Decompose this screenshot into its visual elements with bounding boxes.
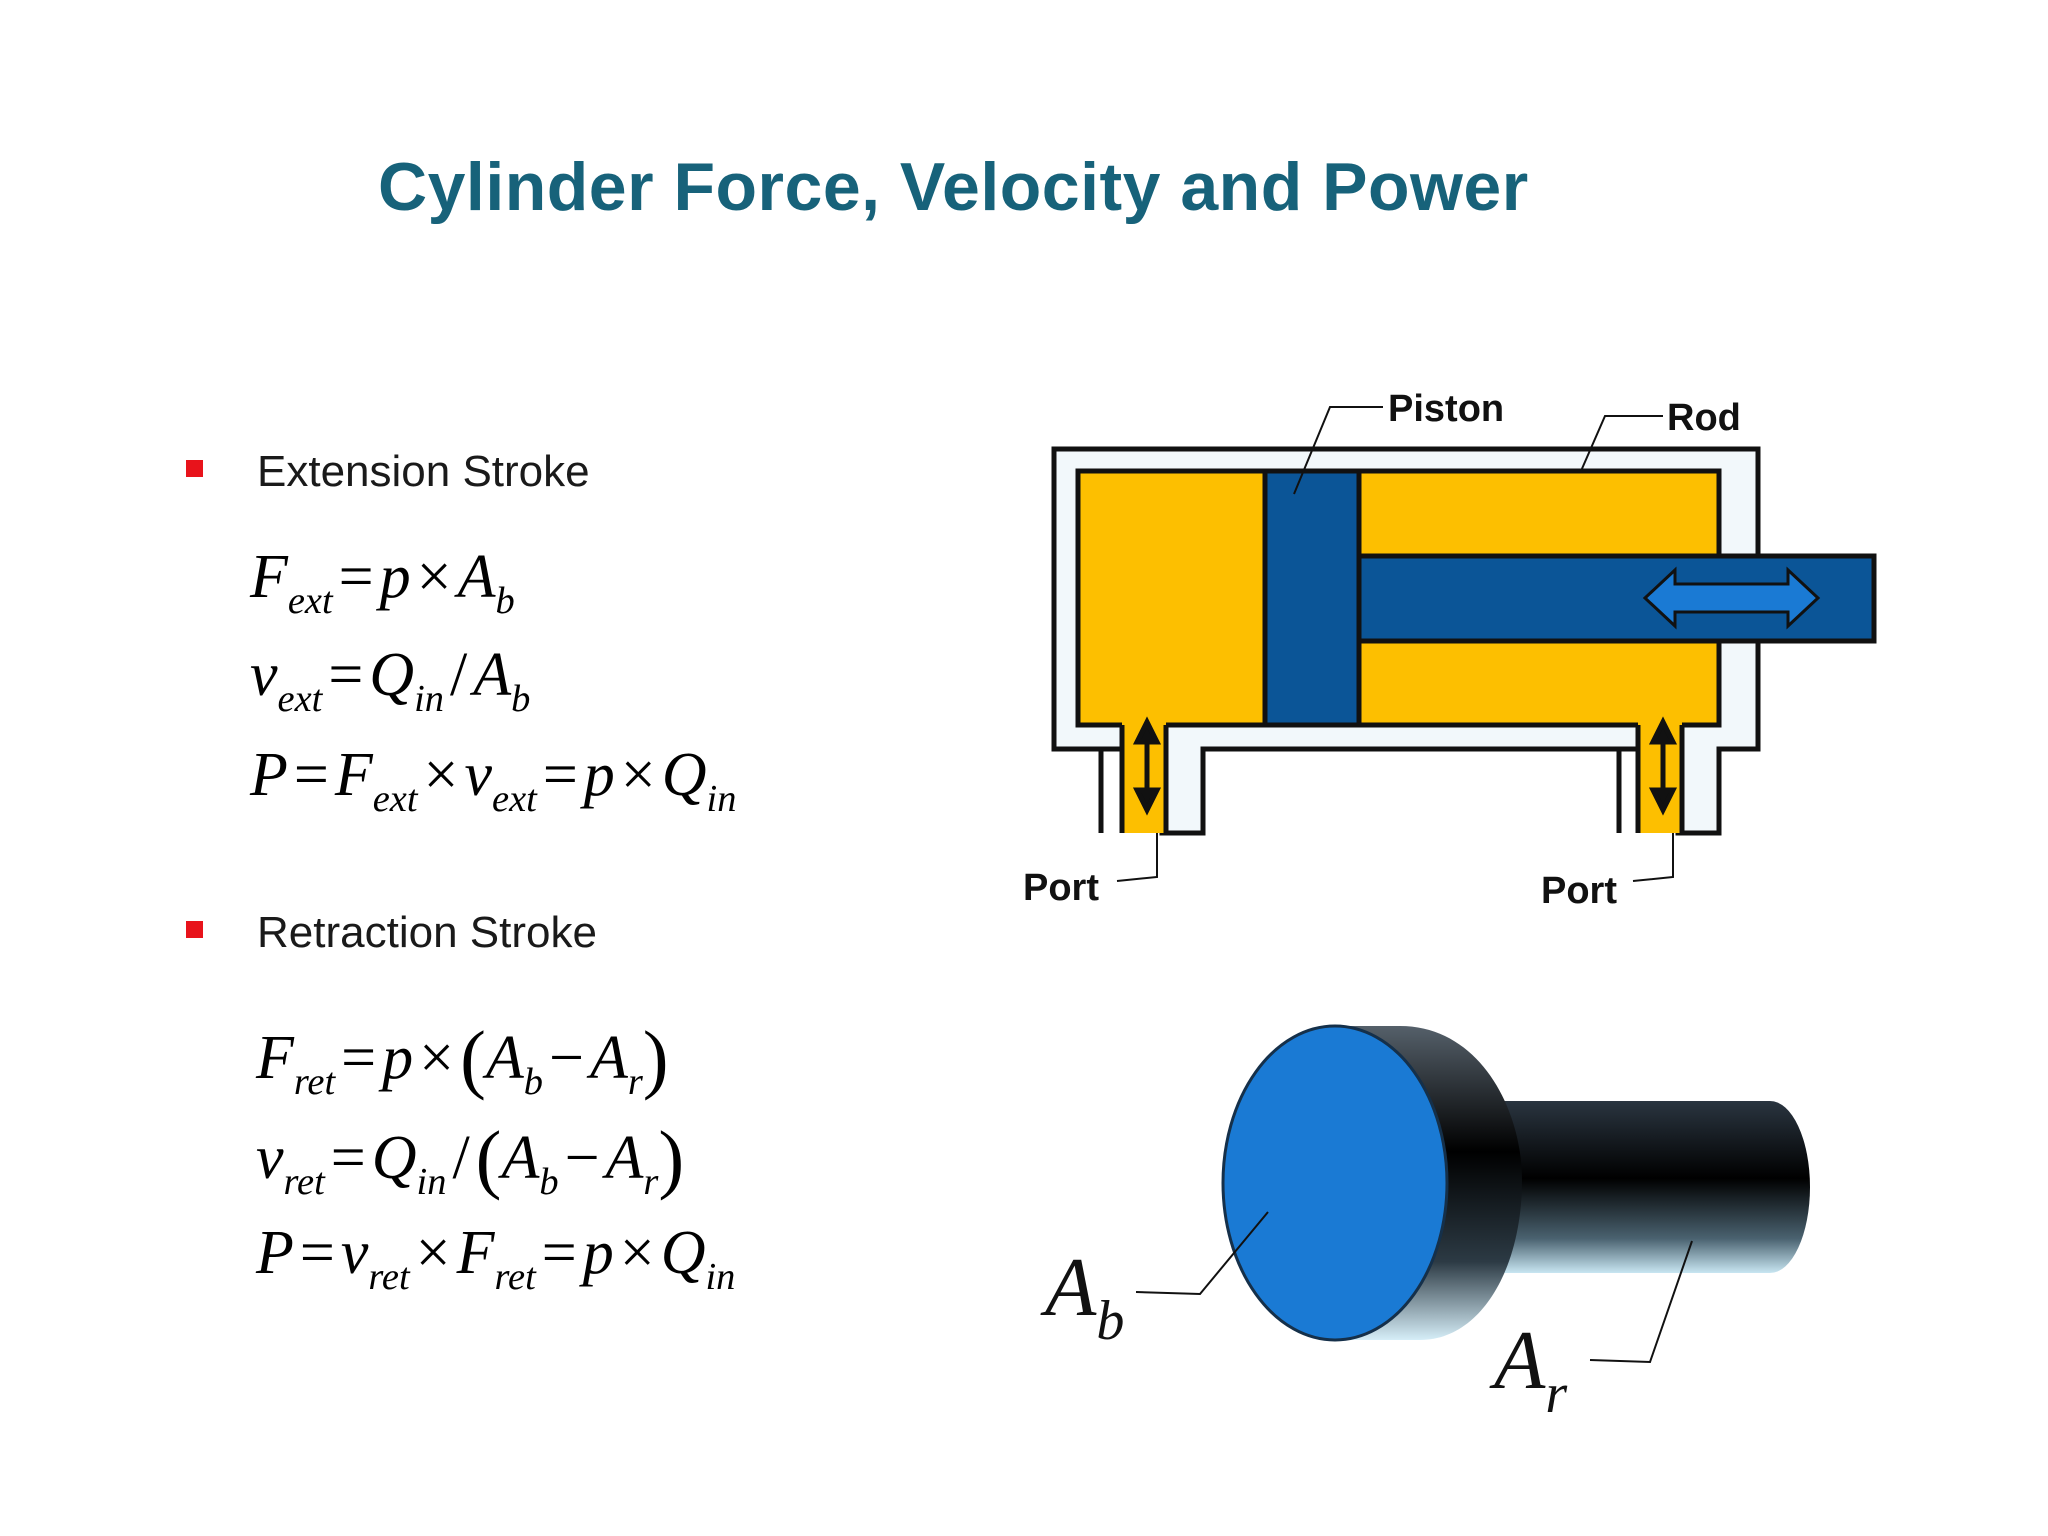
equation-power-retraction: P=vret×Fret=p×Qin: [256, 1219, 736, 1299]
equation-velocity-retraction: vret=Qin/(Ab−Ar): [256, 1115, 685, 1203]
flow-arrow-left-icon: [1132, 716, 1162, 816]
piston: [1262, 468, 1362, 728]
equation-force-retraction: Fret=p×(Ab−Ar): [256, 1015, 669, 1103]
label-piston: Piston: [1388, 388, 1504, 430]
label-port-left: Port: [1023, 867, 1099, 909]
leader-line-bore-area: [1135, 1211, 1269, 1296]
section-heading-extension: Extension Stroke: [257, 447, 590, 496]
section-heading-retraction: Retraction Stroke: [257, 908, 597, 957]
label-port-right: Port: [1541, 870, 1617, 912]
flow-arrow-right-icon: [1648, 716, 1678, 816]
piston-rod-end: [1730, 1101, 1810, 1273]
equation-force-extension: Fext=p×Ab: [250, 543, 515, 623]
leader-line-port-right: [1632, 833, 1674, 882]
leader-line-port-left: [1116, 833, 1158, 882]
leader-line-rod-area: [1589, 1240, 1693, 1364]
double-arrow-icon: [1642, 566, 1821, 630]
label-bore-area: Ab: [1040, 1241, 1124, 1352]
label-rod: Rod: [1667, 397, 1741, 439]
equation-velocity-extension: vext=Qin/Ab: [250, 641, 531, 721]
piston-3d-figure: [1221, 1024, 1810, 1342]
label-rod-area: Ar: [1489, 1314, 1567, 1425]
slide-title: Cylinder Force, Velocity and Power: [378, 149, 1529, 225]
piston-face: [1221, 1024, 1449, 1342]
bullet-marker: [186, 460, 203, 477]
leader-line-rod: [1580, 415, 1663, 472]
bullet-marker: [186, 921, 203, 938]
leader-line-piston: [1293, 406, 1383, 495]
equation-power-extension: P=Fext×vext=p×Qin: [250, 741, 737, 821]
